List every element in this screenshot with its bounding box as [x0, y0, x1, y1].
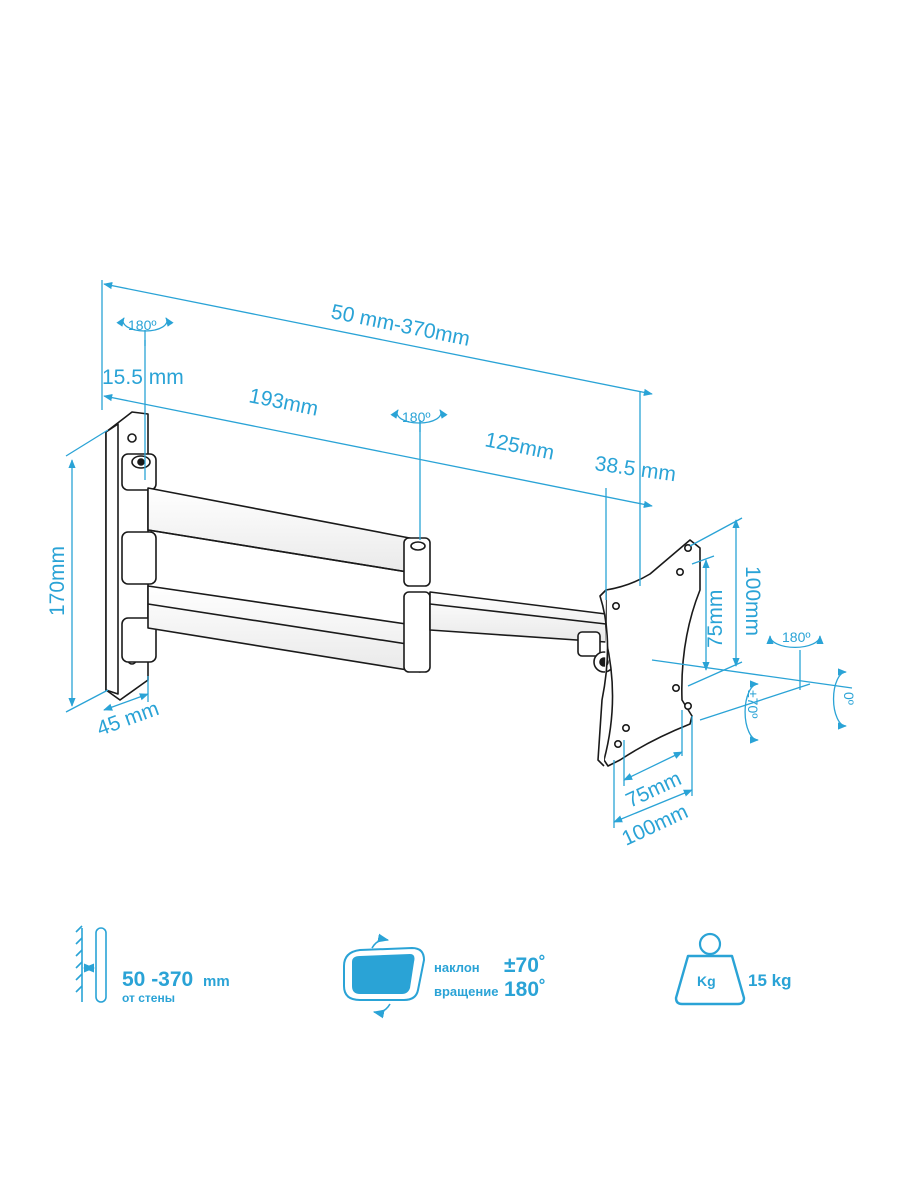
rotation-feature-value: 180˚: [504, 978, 546, 1001]
rotation-feature-label: вращение: [434, 984, 498, 999]
head-swivel-label: 180º: [782, 629, 810, 645]
vesa-v-small-label: 75mm: [704, 590, 727, 648]
first-arm: [147, 487, 421, 673]
arm-first-label: 193mm: [247, 384, 320, 420]
depth-label: 45 mm: [94, 697, 162, 741]
distance-unit: mm: [203, 973, 230, 990]
wall-distance-icon: [75, 925, 107, 1003]
offset-right-label: 38.5 mm: [593, 452, 677, 486]
weight-value: 15 kg: [748, 971, 791, 990]
rotation-arcs: [116, 317, 847, 744]
elbow-pivot: [403, 537, 431, 673]
height-label: 170mm: [46, 546, 69, 616]
tilt-feature-value: ±70˚: [504, 954, 546, 977]
vesa-plate: [597, 539, 701, 767]
wall-pivot-arc: [116, 317, 174, 332]
feature-distance: 50 -370 mm от стены: [75, 925, 230, 1005]
screen-tilt-icon: [343, 933, 426, 1019]
feature-tilt-rotation: наклон ±70˚ вращение 180˚: [343, 933, 546, 1019]
distance-value: 50 -370: [122, 968, 193, 991]
distance-caption: от стены: [122, 991, 175, 1005]
level-label: 0º: [841, 692, 857, 705]
head-swivel-arc: [766, 635, 824, 648]
weight-icon: Kg: [674, 932, 746, 1006]
vesa-v-large-label: 100mm: [741, 566, 764, 636]
tilt-label: ±70º: [745, 690, 761, 718]
tilt-feature-label: наклон: [434, 960, 480, 975]
feature-weight: Kg 15 kg: [674, 932, 791, 1006]
wall-pivot-label: 180º: [128, 317, 156, 333]
arm-second-label: 125mm: [483, 428, 556, 464]
elbow-pivot-label: 180º: [402, 409, 430, 425]
wall-bracket-hinges: [121, 453, 157, 663]
elbow-pivot-arc: [390, 409, 448, 424]
offset-left-label: 15.5 mm: [102, 366, 184, 389]
weight-icon-text: Kg: [697, 973, 716, 989]
tilt-head: [577, 631, 615, 673]
tilt-arc: [744, 680, 759, 744]
dimension-lines: [65, 280, 853, 828]
level-arc: [832, 668, 847, 730]
